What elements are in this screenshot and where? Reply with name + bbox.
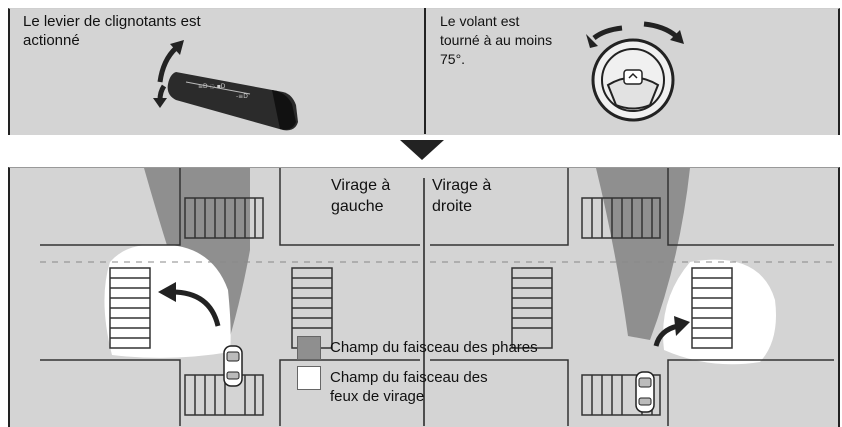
condition-divider — [424, 8, 426, 134]
steering-wheel-icon — [591, 38, 675, 122]
right-turn-label: Virage à droite — [432, 177, 492, 215]
down-arrow-icon — [400, 140, 444, 160]
right-intersection — [430, 168, 834, 426]
wheel-caption: Le volant est tourné à au moins 75°. — [440, 13, 553, 67]
left-intersection — [40, 168, 420, 426]
left-turn-arrow-icon — [158, 282, 221, 327]
left-car-icon — [223, 345, 243, 387]
cornering-beam-swatch — [297, 366, 321, 390]
right-turn-arrow-icon — [653, 316, 690, 347]
cornering-beam-label: Champ du faisceau des feux de virage — [330, 369, 488, 405]
svg-text:-≡D: -≡D — [236, 93, 248, 100]
headlight-beam-swatch — [297, 336, 321, 360]
wheel-rotate-right-arrow-icon — [643, 21, 684, 44]
headlight-beam-label: Champ du faisceau des phares — [330, 339, 538, 356]
lever-up-arrow-icon — [157, 40, 184, 83]
svg-text:≡D ◌ ▪D: ≡D ◌ ▪D — [198, 83, 226, 90]
lever-caption: Le levier de clignotants est actionné — [23, 13, 201, 49]
wheel-rotate-left-arrow-icon — [586, 25, 623, 48]
turn-signal-lever-icon: ≡D ◌ ▪D -≡D — [167, 72, 298, 131]
right-car-icon — [635, 371, 655, 413]
left-turn-label: Virage à gauche — [331, 177, 391, 215]
lever-down-arrow-icon — [153, 84, 167, 108]
